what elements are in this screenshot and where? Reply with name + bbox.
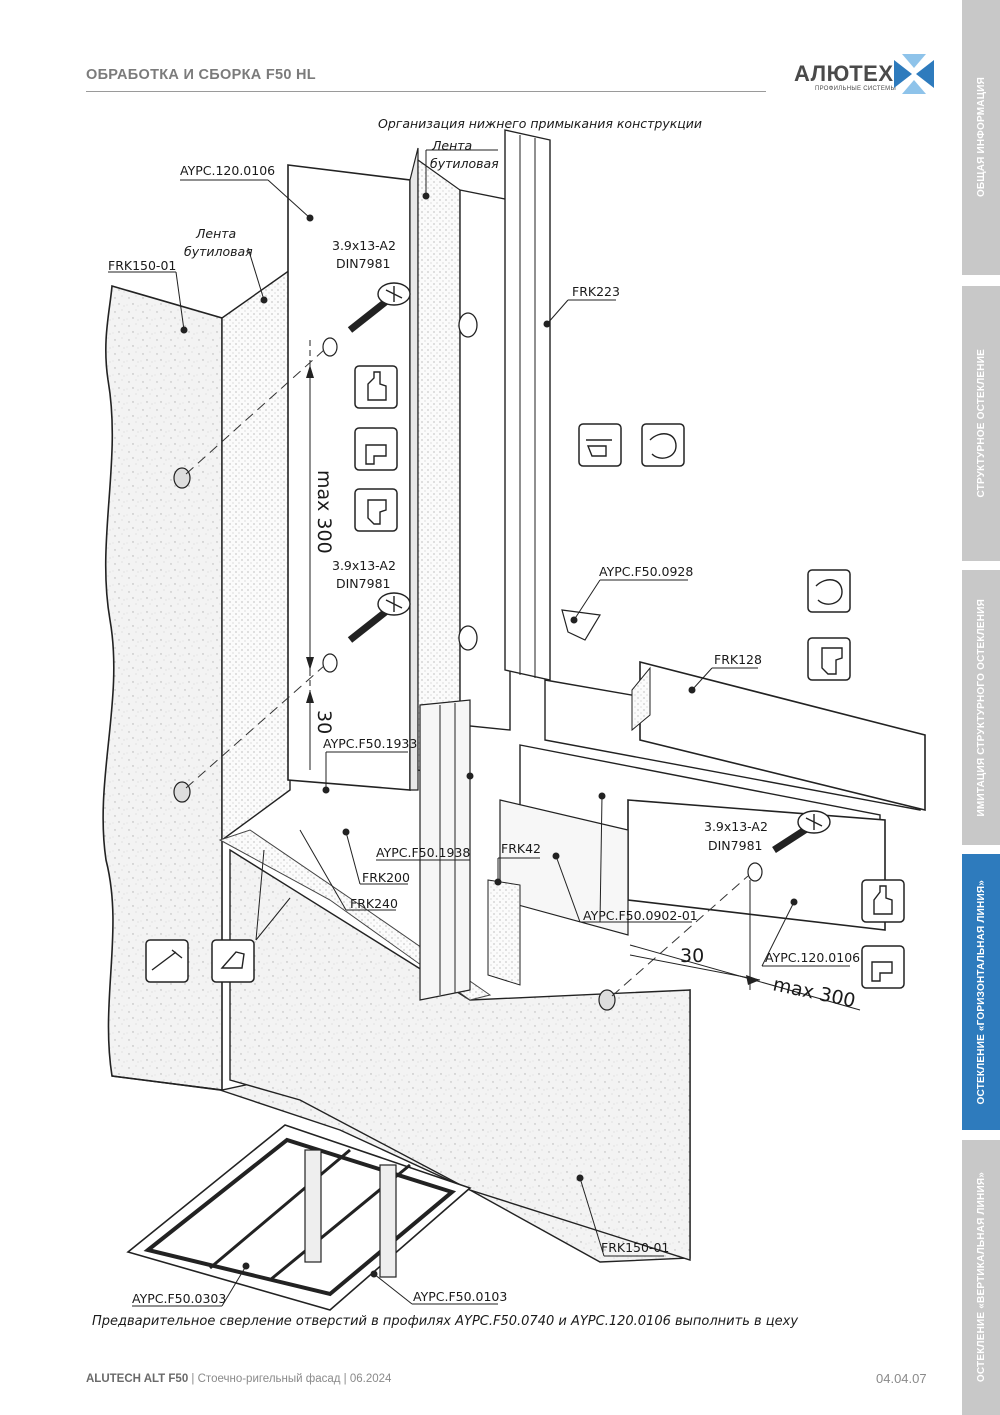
footer-info: ALUTECH ALT F50 | Стоечно-ригельный фаса… <box>86 1373 391 1385</box>
sidebar-tab-horizontal[interactable]: ОСТЕКЛЕНИЕ «ГОРИЗОНТАЛЬНАЯ ЛИНИЯ» <box>962 854 1000 1130</box>
footer-text: Стоечно-ригельный фасад <box>197 1373 341 1385</box>
label-aypc-f50-0928: AYPC.F50.0928 <box>599 564 693 579</box>
brand-logo: АЛЮТЕХ ПРОФИЛЬНЫЕ СИСТЕМЫ <box>794 54 939 96</box>
label-screw-size-2: 3.9x13-A2 <box>332 558 396 573</box>
header-divider <box>86 91 766 92</box>
label-frk223: FRK223 <box>572 284 620 299</box>
dim-label-30: 30 <box>313 710 335 734</box>
label-aypc-f50-0902: AYPC.F50.0902-01 <box>583 908 698 923</box>
sidebar-tab-label: ОСТЕКЛЕНИЕ «ВЕРТИКАЛЬНАЯ ЛИНИЯ» <box>975 1172 987 1383</box>
label-tape-left-1: Лента <box>195 226 236 241</box>
screw-middle <box>347 592 411 643</box>
footer-date: 06.2024 <box>349 1373 392 1385</box>
label-frk240: FRK240 <box>350 896 398 911</box>
label-screw-std-3: DIN7981 <box>708 838 762 853</box>
label-frk42: FRK42 <box>501 841 541 856</box>
screw-right <box>772 810 831 853</box>
dimension-max-300-vertical: max 300 <box>306 365 335 670</box>
leader-lines <box>108 149 850 1307</box>
sidebar-tab-vertical[interactable]: ОСТЕКЛЕНИЕ «ВЕРТИКАЛЬНАЯ ЛИНИЯ» <box>962 1140 1000 1415</box>
label-tape-2: бутиловая <box>430 156 499 171</box>
logo-mark-icon <box>894 54 934 94</box>
page-title: ОБРАБОТКА И СБОРКА F50 HL <box>86 67 316 83</box>
assembly-drawing: max 300 30 30 max 300 <box>102 116 926 1311</box>
drill-icon <box>861 945 905 989</box>
hand-grab-icon <box>641 423 685 467</box>
base-profile-section <box>126 1124 472 1311</box>
logo-subtitle: ПРОФИЛЬНЫЕ СИСТЕМЫ <box>815 86 897 92</box>
leader-dots <box>180 192 798 1278</box>
label-aypc-120-0106-top: AYPC.120.0106 <box>180 163 275 178</box>
page-number: 04.04.07 <box>876 1371 927 1386</box>
label-frk150-left: FRK150-01 <box>108 258 176 273</box>
vertical-mullion <box>287 129 551 1001</box>
label-aypc-120-0106-right: AYPC.120.0106 <box>765 950 860 965</box>
label-screw-size-3: 3.9x13-A2 <box>704 819 768 834</box>
label-frk128: FRK128 <box>714 652 762 667</box>
hand-point-icon <box>211 939 255 983</box>
sidebar-tab-label: ИМИТАЦИЯ СТРУКТУРНОГО ОСТЕКЛЕНИЯ <box>975 598 987 817</box>
label-tape-1: Лента <box>431 138 472 153</box>
dim-label-max-300-horizontal: max 300 <box>771 973 857 1012</box>
wall-panel-left <box>102 268 291 1091</box>
label-screw-std-1: DIN7981 <box>336 256 390 271</box>
sidebar-tab-label: ОБЩАЯ ИНФОРМАЦИЯ <box>975 77 987 198</box>
horizontal-transom <box>487 609 926 986</box>
label-screw-size-1: 3.9x13-A2 <box>332 238 396 253</box>
dim-label-max-300: max 300 <box>313 470 335 554</box>
dim-label-30-horizontal: 30 <box>680 945 704 967</box>
section-sidebar: ОБЩАЯ ИНФОРМАЦИЯ СТРУКТУРНОЕ ОСТЕКЛЕНИЕ … <box>962 0 1000 1415</box>
screw-top <box>347 282 411 333</box>
alignment-lines <box>185 349 749 997</box>
footer-brand: ALUTECH ALT F50 <box>86 1373 189 1385</box>
logo-wordmark: АЛЮТЕХ <box>794 61 894 86</box>
label-screw-std-2: DIN7981 <box>336 576 390 591</box>
tool-icon-glyphs <box>151 371 893 982</box>
label-aypc-f50-0103: AYPC.F50.0103 <box>413 1289 507 1304</box>
hand-press-icon <box>861 879 905 923</box>
footer-separator: | <box>188 1373 198 1385</box>
label-frk150-bottom: FRK150-01 <box>601 1240 669 1255</box>
hand-grab-icon <box>807 569 851 613</box>
drawing-caption: Организация нижнего примыкания конструкц… <box>378 116 702 131</box>
drill-icon <box>354 427 398 471</box>
hand-point-icon <box>578 423 622 467</box>
screw-heads <box>173 312 763 1011</box>
sealant-gun-icon <box>145 939 189 983</box>
sidebar-tab-structural[interactable]: СТРУКТУРНОЕ ОСТЕКЛЕНИЕ <box>962 286 1000 561</box>
label-aypc-f50-1938: AYPC.F50.1938 <box>376 845 470 860</box>
sidebar-tab-label: ОСТЕКЛЕНИЕ «ГОРИЗОНТАЛЬНАЯ ЛИНИЯ» <box>975 879 987 1105</box>
sidebar-tab-imitation[interactable]: ИМИТАЦИЯ СТРУКТУРНОГО ОСТЕКЛЕНИЯ <box>962 570 1000 845</box>
fabrication-note: Предварительное сверление отверстий в пр… <box>92 1314 799 1329</box>
dimension-30-vertical: 30 <box>306 690 335 770</box>
label-aypc-f50-1933: AYPC.F50.1933 <box>323 736 417 751</box>
tool-icons <box>145 365 905 989</box>
label-frk200: FRK200 <box>362 870 410 885</box>
label-aypc-f50-0303: AYPC.F50.0303 <box>132 1291 226 1306</box>
footer-separator: | <box>340 1373 350 1385</box>
label-tape-left-2: бутиловая <box>184 244 253 259</box>
sidebar-tab-label: СТРУКТУРНОЕ ОСТЕКЛЕНИЕ <box>975 349 987 498</box>
sidebar-tab-general[interactable]: ОБЩАЯ ИНФОРМАЦИЯ <box>962 0 1000 275</box>
